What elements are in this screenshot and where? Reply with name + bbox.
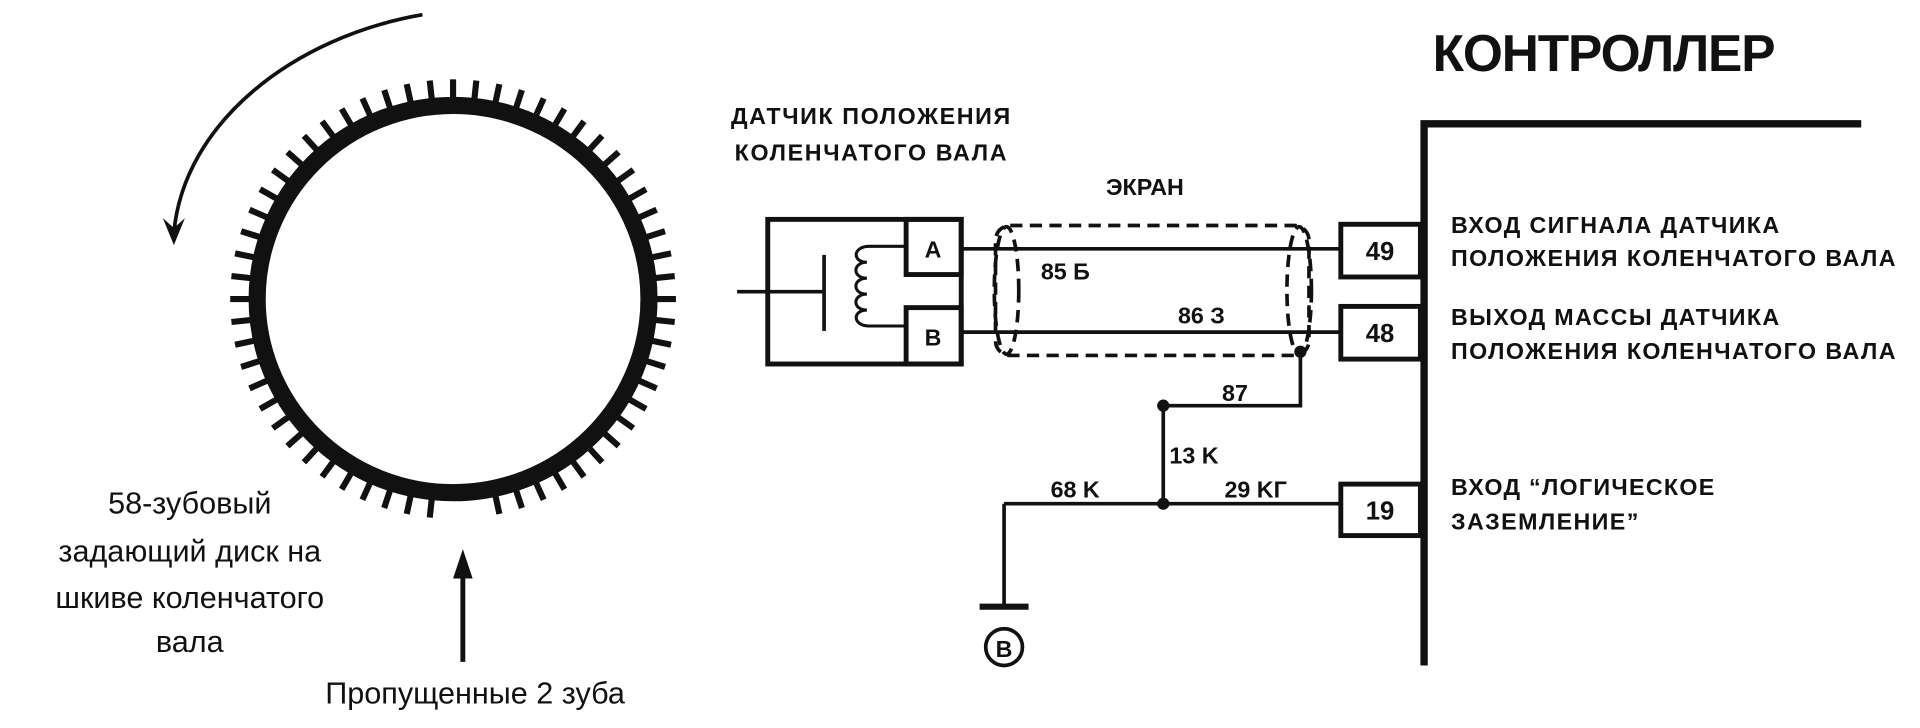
pin-label: ЗАЗЕМЛЕНИЕ” (1451, 508, 1638, 534)
pin-number: 49 (1366, 238, 1395, 266)
pin-48-box (1338, 303, 1423, 362)
pin-b-label: B (925, 325, 942, 351)
wire-label: 87 (1222, 380, 1248, 406)
wire-87 (1163, 351, 1303, 408)
disc-caption-line: вала (156, 625, 225, 659)
disc-caption-line: задающий диск на (58, 534, 322, 568)
disc-caption-line: 58-зубовый (108, 487, 271, 521)
sensor-label-line2: КОЛЕНЧАТОГО ВАЛА (735, 140, 1007, 166)
pin-label: ВХОД СИГНАЛА ДАТЧИКА (1451, 212, 1779, 238)
pin-number: 19 (1366, 498, 1395, 526)
ground-symbol (983, 626, 1025, 668)
missing-teeth-label: Пропущенные 2 зуба (325, 676, 626, 710)
shield-label: ЭКРАН (1106, 174, 1184, 200)
sensor-label-line1: ДАТЧИК ПОЛОЖЕНИЯ (731, 103, 1010, 129)
controller-title: КОНТРОЛЛЕР (1433, 24, 1776, 82)
pin-49-box (1338, 221, 1423, 280)
missing-teeth-arrowhead-icon (453, 549, 473, 579)
controller-outline (1420, 120, 1862, 666)
pin-19-box (1338, 481, 1423, 539)
pin-label: ВЫХОД МАССЫ ДАТЧИКА (1451, 304, 1779, 330)
junction-dot (1157, 497, 1170, 510)
wire-label: 86 З (1178, 303, 1225, 329)
crank-sensor: A B (737, 216, 964, 367)
wire-label: 85 Б (1041, 258, 1090, 284)
sensor-pin-b (903, 305, 964, 367)
coil-icon (854, 244, 907, 328)
wire-label: 13 K (1169, 442, 1218, 468)
wire-label: 68 K (1051, 477, 1100, 503)
ground-label: B (996, 636, 1013, 662)
pin-label: ПОЛОЖЕНИЯ КОЛЕНЧАТОГО ВАЛА (1451, 338, 1896, 364)
rotation-arrowhead-icon (162, 218, 185, 246)
wiring (961, 246, 1341, 610)
disc-caption-line: шкиве коленчатого (55, 581, 324, 615)
pin-number: 48 (1366, 320, 1395, 348)
disc-ring (248, 96, 658, 502)
junction-dot (1294, 345, 1307, 358)
disc-caption: 58-зубовый задающий диск на шкиве коленч… (55, 487, 324, 660)
pin-label: ПОЛОЖЕНИЯ КОЛЕНЧАТОГО ВАЛА (1451, 245, 1896, 271)
controller-pins: 49 48 19 ВХОД СИГНАЛА ДАТЧИКА ПОЛОЖЕНИЯ … (1338, 212, 1896, 539)
pin-label: ВХОД “ЛОГИЧЕСКОЕ (1451, 474, 1714, 500)
wire-label: 29 KГ (1224, 477, 1286, 503)
rotation-arrow-icon (172, 12, 423, 234)
reluctor-disc (230, 79, 676, 518)
pin-a-label: A (925, 236, 942, 262)
junction-dot (1157, 399, 1170, 412)
shield (992, 223, 1314, 358)
